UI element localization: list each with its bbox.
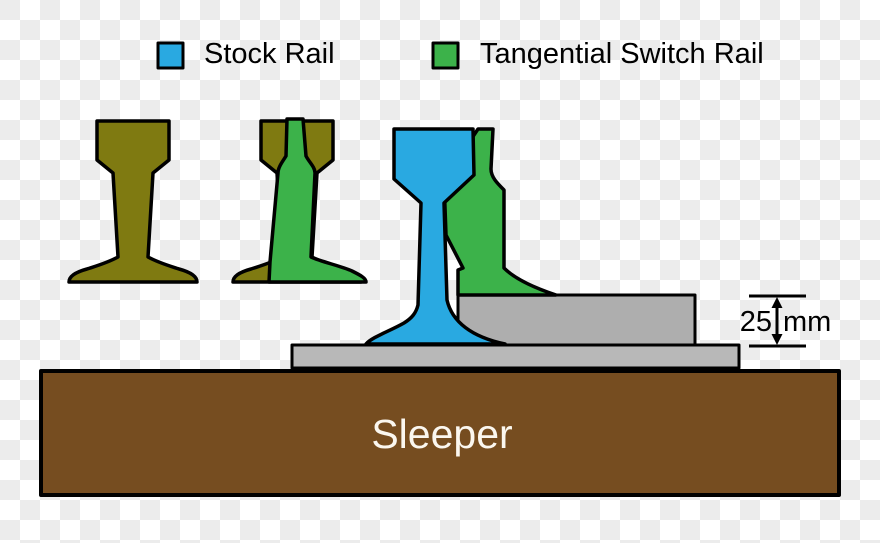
dimension-arrowhead-down-icon [771, 334, 783, 345]
legend-label-switch-rail: Tangential Switch Rail [480, 38, 764, 70]
legend-label-stock-rail: Stock Rail [204, 38, 335, 70]
stock-rail-profile [364, 127, 507, 346]
old-rail-profile-left [67, 119, 199, 284]
switch-rail-overlay-middle [267, 117, 368, 284]
base-plate [290, 343, 741, 370]
legend-swatch-switch-rail [431, 41, 460, 70]
sleeper-label: Sleeper [371, 411, 512, 457]
dimension-value: 25 [740, 306, 772, 338]
dimension-arrowhead-up-icon [771, 297, 783, 308]
legend: Stock Rail Tangential Switch Rail [156, 38, 764, 70]
riser-block [456, 293, 697, 347]
legend-swatch-stock-rail [156, 41, 185, 70]
dimension-25mm: 25 mm [740, 294, 831, 348]
dimension-unit: mm [783, 306, 831, 338]
sleeper-block [39, 369, 841, 497]
